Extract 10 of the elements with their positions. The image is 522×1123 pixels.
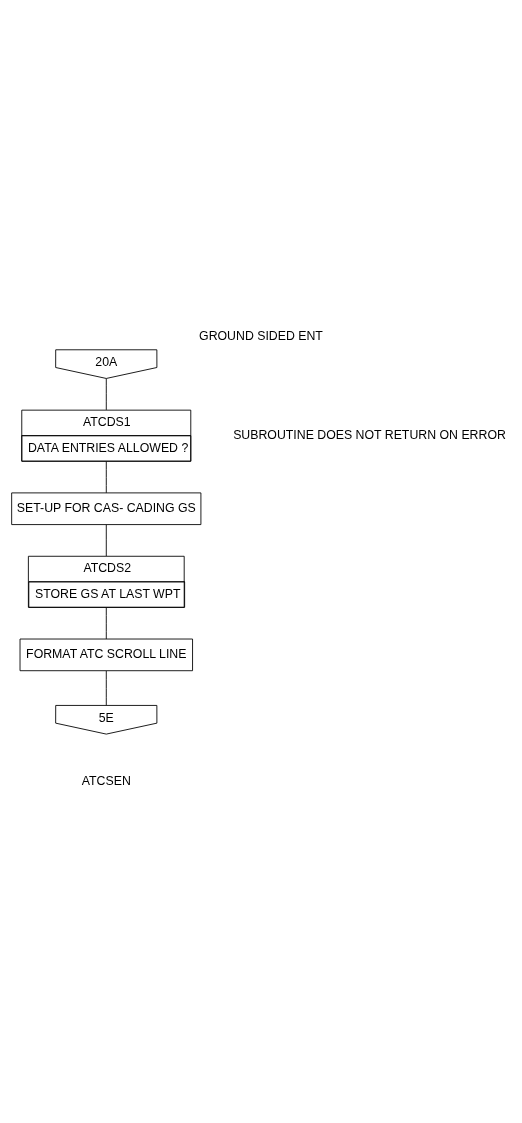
node-label: ATCSEN: [81, 773, 131, 788]
connector: [105, 606, 107, 639]
connector: [105, 523, 107, 556]
connector: [105, 670, 107, 706]
diagram-title: GROUND SIDED ENT: [199, 328, 323, 343]
node-box: FORMAT ATC SCROLL LINE: [19, 638, 193, 671]
node-box: SET-UP FOR CAS- CADING GS: [11, 491, 202, 525]
node-label: SUBROUTINE DOES NOT RETURN ON ERROR: [233, 427, 506, 442]
connector: [105, 377, 107, 410]
connector: [105, 460, 107, 493]
